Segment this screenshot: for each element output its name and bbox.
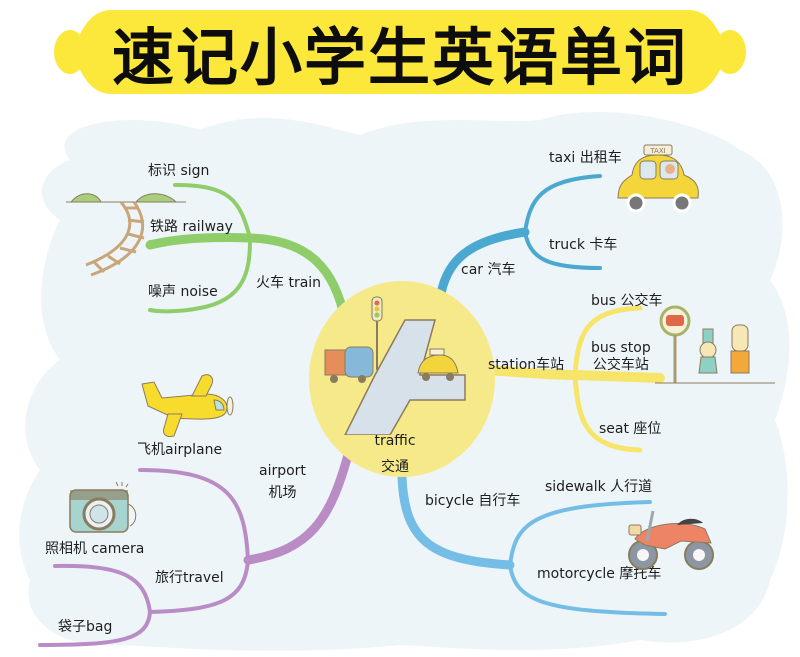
station-child-bus-stop: bus stop 公交车站: [591, 340, 651, 374]
camera-icon: [69, 481, 137, 533]
page-title: 速记小学生英语单词: [111, 21, 688, 94]
airplane-icon: [141, 374, 234, 437]
branch-car-label: car 汽车: [461, 262, 516, 278]
title-banner: 速记小学生英语单词: [52, 4, 748, 100]
branch-airport-label: airport 机场: [259, 460, 306, 504]
bus-stop-icon: [655, 305, 775, 384]
bicycle-child-motorcycle: motorcycle 摩托车: [537, 566, 662, 582]
airport-child-bag: 袋子bag: [58, 619, 113, 635]
branch-train-label: 火车 train: [256, 275, 322, 291]
train-child-noise: 噪声 noise: [148, 284, 218, 300]
bus-stop-en: bus stop: [591, 340, 651, 356]
taxi-sign-text: TAXI: [649, 147, 665, 155]
center-label-en: traffic: [374, 433, 416, 449]
center-label: traffic 交通: [360, 428, 430, 480]
airport-child-travel: 旅行travel: [155, 570, 224, 586]
motorcycle-icon: [628, 510, 714, 570]
taxi-icon: TAXI: [617, 144, 699, 213]
center-label-zh: 交通: [381, 459, 409, 475]
bus-stop-zh: 公交车站: [592, 356, 649, 373]
branch-bicycle-label: bicycle 自行车: [425, 493, 521, 509]
branch-station-label: station车站: [488, 357, 565, 373]
car-child-truck: truck 卡车: [549, 237, 618, 253]
airport-child-airplane: 飞机airplane: [137, 442, 223, 458]
traffic-intersection-icon: [324, 296, 466, 435]
airport-child-camera: 照相机 camera: [45, 541, 145, 557]
station-child-bus: bus 公交车: [591, 293, 663, 309]
car-child-taxi: taxi 出租车: [549, 150, 622, 166]
airport-label-en: airport: [259, 463, 306, 479]
train-child-sign: 标识 sign: [148, 163, 210, 179]
station-child-seat: seat 座位: [599, 421, 662, 437]
railway-track-icon: [66, 193, 186, 277]
train-child-railway: 铁路 railway: [150, 219, 233, 235]
airport-label-zh: 机场: [268, 485, 297, 501]
bicycle-child-sidewalk: sidewalk 人行道: [545, 479, 653, 495]
